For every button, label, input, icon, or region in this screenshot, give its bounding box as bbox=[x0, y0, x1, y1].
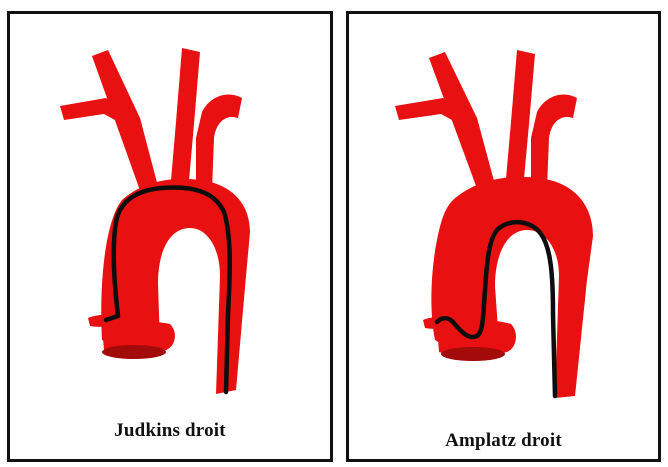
panel-judkins-droit: Judkins droit bbox=[7, 11, 333, 462]
panel-amplatz-droit: Amplatz droit bbox=[346, 11, 661, 462]
panel-caption: Amplatz droit bbox=[349, 430, 658, 452]
aorta-illustration bbox=[10, 14, 330, 459]
aortic-arch-vessel bbox=[395, 50, 593, 398]
aortic-arch-vessel bbox=[60, 48, 250, 394]
aorta-illustration bbox=[349, 14, 658, 459]
panel-caption: Judkins droit bbox=[10, 420, 330, 442]
